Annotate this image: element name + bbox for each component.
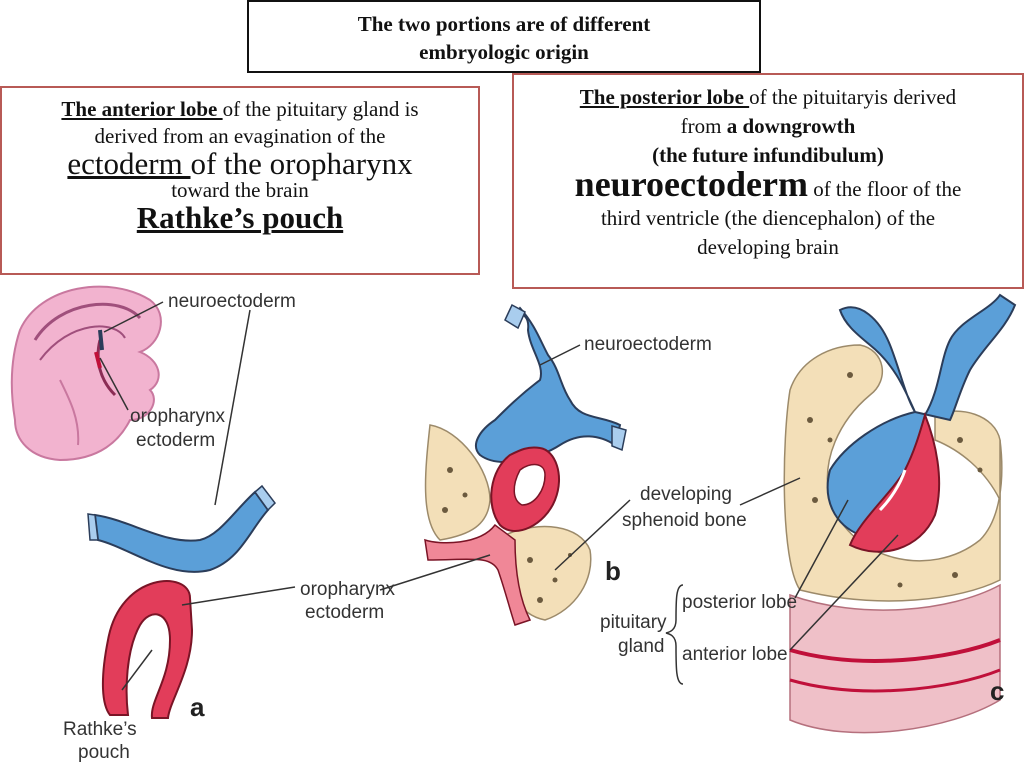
label-developing-2: sphenoid bone	[622, 510, 747, 531]
sphenoid-bone-b	[424, 424, 592, 621]
label-rathke-1: Rathke’s	[63, 719, 137, 740]
label-neuroectoderm-a: neuroectoderm	[168, 291, 296, 312]
posterior-lobe-box: The posterior lobe of the pituitaryis de…	[512, 73, 1024, 289]
panel-label-c: c	[990, 676, 1004, 706]
leader-oro-b	[379, 554, 491, 591]
pharyngeal-tissue-c	[789, 583, 1001, 734]
anterior-line-2: derived from an evagination of the	[94, 124, 386, 148]
sella-turcica-c	[783, 344, 1003, 602]
posterior-line-4-text: of the floor of the	[807, 177, 962, 201]
pituitary-bracket	[665, 584, 684, 685]
anterior-line-3: ectoderm of the oropharynx	[2, 148, 478, 179]
posterior-lobe-term: The posterior lobe	[579, 85, 750, 109]
posterior-lobe-shape	[826, 293, 1017, 537]
panel-label-b: b	[605, 556, 621, 586]
leader-neuro-embryo	[103, 301, 164, 333]
neuroectoderm-term: neuroectoderm	[574, 164, 808, 204]
anterior-lobe-term: The anterior lobe	[61, 97, 223, 121]
label-oropharynx-a-1: oropharynx	[130, 406, 226, 427]
neuroectoderm-shape-a	[87, 484, 276, 573]
title-line-2: embryologic origin	[419, 40, 589, 64]
rathke-pouch-shape-b	[424, 446, 560, 626]
leader-posterior	[794, 499, 849, 599]
label-oropharynx-b-2: ectoderm	[305, 602, 384, 623]
label-rathke-2: pouch	[78, 742, 130, 763]
posterior-line-5: third ventricle (the diencephalon) of th…	[600, 206, 936, 230]
label-pituitary-1: pituitary	[600, 612, 667, 633]
anterior-lobe-shape	[848, 411, 941, 553]
anterior-line-1-text: of the pituitary gland is	[222, 97, 419, 121]
leader-neuro-b	[539, 344, 581, 366]
downgrowth-term: a downgrowth	[726, 114, 856, 138]
label-neuroectoderm-b: neuroectoderm	[584, 334, 712, 355]
title-line-1: The two portions are of different	[357, 12, 651, 36]
leader-oro-embryo	[99, 357, 129, 411]
leader-oro-a	[181, 586, 296, 606]
leader-bone-c	[739, 477, 801, 506]
leader-neuro-a	[214, 309, 251, 506]
rathke-pouch-heading: Rathke’s pouch	[136, 200, 344, 235]
neuroectoderm-shape-b	[475, 303, 627, 463]
anterior-line-1: The anterior lobe of the pituitary gland…	[2, 96, 478, 123]
anterior-line-4: toward the brain	[171, 178, 309, 202]
leader-anterior	[789, 534, 899, 651]
label-anterior-lobe: anterior lobe	[682, 644, 788, 665]
posterior-line-3: (the future infundibulum)	[652, 143, 884, 167]
anterior-line-3-text: of the oropharynx	[190, 146, 413, 181]
posterior-line-1: The posterior lobe of the pituitaryis de…	[514, 83, 1022, 112]
label-developing-1: developing	[640, 484, 732, 505]
posterior-line-6: developing brain	[697, 235, 839, 259]
posterior-line-4: neuroectoderm of the floor of the	[514, 166, 1022, 204]
posterior-line-1-text: of the pituitaryis derived	[749, 85, 957, 109]
leader-rathke	[121, 649, 153, 691]
label-oropharynx-b-1: oropharynx	[300, 579, 396, 600]
leader-bone-b	[554, 499, 631, 571]
panel-label-a: a	[190, 692, 205, 722]
posterior-line-2: from a downgrowth	[514, 112, 1022, 141]
rathke-pouch-shape-a	[101, 580, 194, 719]
label-pituitary-2: gland	[618, 636, 665, 657]
label-oropharynx-a-2: ectoderm	[136, 430, 215, 451]
title-box: The two portions are of different embryo…	[247, 0, 761, 73]
anterior-lobe-box: The anterior lobe of the pituitary gland…	[0, 86, 480, 275]
embryo-head-illustration	[10, 285, 162, 462]
label-posterior-lobe: posterior lobe	[682, 592, 797, 613]
ectoderm-term: ectoderm	[67, 146, 191, 181]
posterior-line-2-pre: from	[680, 114, 727, 138]
